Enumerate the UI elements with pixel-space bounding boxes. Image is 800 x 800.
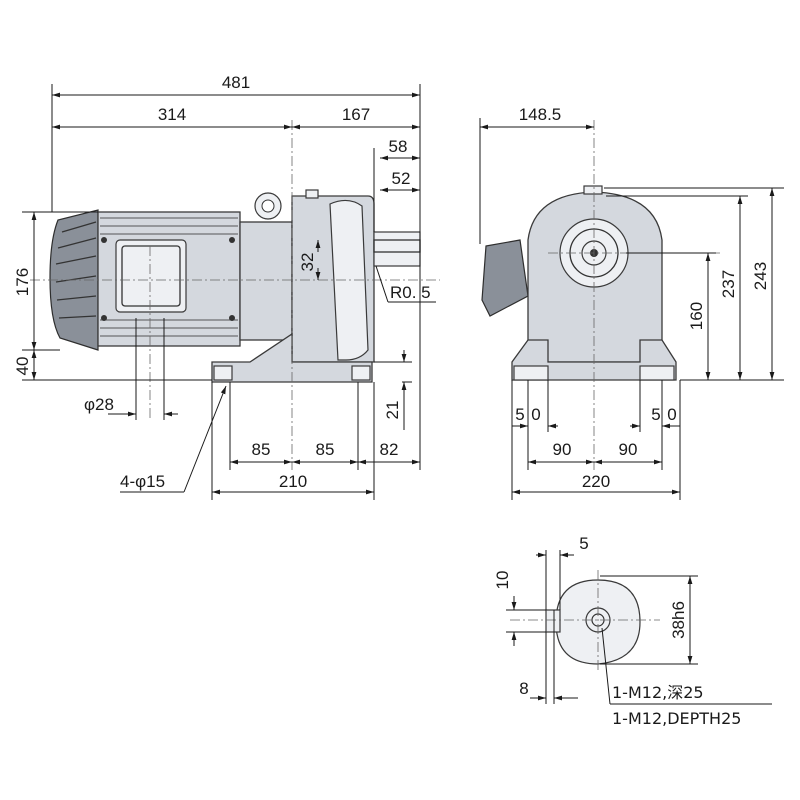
dim-motor-length: 314 (158, 105, 186, 124)
mount-bolt-icon (101, 315, 107, 321)
dim-hole-pitch-right: 85 (316, 440, 335, 459)
dim-base-width: 220 (582, 472, 610, 491)
dim-hole-span-right: 90 (619, 440, 638, 459)
dim-shaft-key-offset: 32 (298, 253, 317, 272)
terminal-box-side (481, 239, 529, 317)
gear-front-base (511, 339, 677, 381)
shaft-detail-dimensions (506, 550, 772, 705)
dim-overall-length: 481 (222, 73, 250, 92)
dim-motor-flange-dia: φ28 (84, 395, 114, 414)
shaft-end-detail (510, 570, 660, 672)
dim-total-height: 243 (751, 262, 770, 290)
dim-foot-left: 5 (515, 405, 524, 424)
dim-key-height: 10 (493, 571, 512, 590)
mount-bolt-icon (229, 315, 235, 321)
dim-shaft-diameter: 38h6 (669, 601, 688, 639)
front-view-labels: 148.5 243 237 160 5 0 5 0 90 90 220 (515, 105, 770, 491)
front-view (481, 120, 720, 470)
dim-shaft-extension: 58 (389, 137, 408, 156)
front-view-dimensions (479, 118, 784, 500)
dim-base-thickness: 21 (383, 401, 402, 420)
tap-note-jp: 1-M12,深25 (612, 683, 704, 702)
dim-hole-pitch-left: 85 (252, 440, 271, 459)
side-view-labels: 481 314 167 58 52 176 40 32 R0. 5 φ28 21… (13, 73, 431, 491)
dim-motor-height: 176 (13, 268, 32, 296)
shaft-key (545, 609, 561, 633)
mount-bolt-icon (229, 237, 235, 243)
dim-base-end-to-shaft: 82 (380, 440, 399, 459)
dim-foot-left-2: 0 (531, 405, 540, 424)
dim-top-height: 237 (719, 270, 738, 298)
dim-hole-span-left: 90 (553, 440, 572, 459)
dim-base-height: 40 (13, 357, 32, 376)
tap-note-en: 1-M12,DEPTH25 (612, 709, 741, 728)
dim-half-width: 148.5 (519, 105, 562, 124)
dim-foot-right-2: 0 (667, 405, 676, 424)
dim-foot-right: 5 (651, 405, 660, 424)
dim-shaft-center-height: 160 (687, 302, 706, 330)
dim-key-width: 5 (579, 534, 588, 553)
adapter-flange (239, 221, 293, 341)
dim-shaft-step: 8 (519, 679, 528, 698)
dim-mount-holes: 4-φ15 (120, 472, 165, 491)
mount-bolt-icon (101, 237, 107, 243)
dim-fillet-radius: R0. 5 (390, 283, 431, 302)
output-shaft (373, 231, 421, 267)
dim-key-length: 52 (392, 169, 411, 188)
shaft-detail-labels: 5 10 38h6 8 1-M12,深25 1-M12,DEPTH25 (493, 534, 741, 728)
side-view-dimensions (22, 84, 436, 500)
dim-base-length: 210 (279, 472, 307, 491)
dim-gear-length: 167 (342, 105, 370, 124)
terminal-box (115, 239, 187, 313)
side-view (30, 120, 440, 470)
